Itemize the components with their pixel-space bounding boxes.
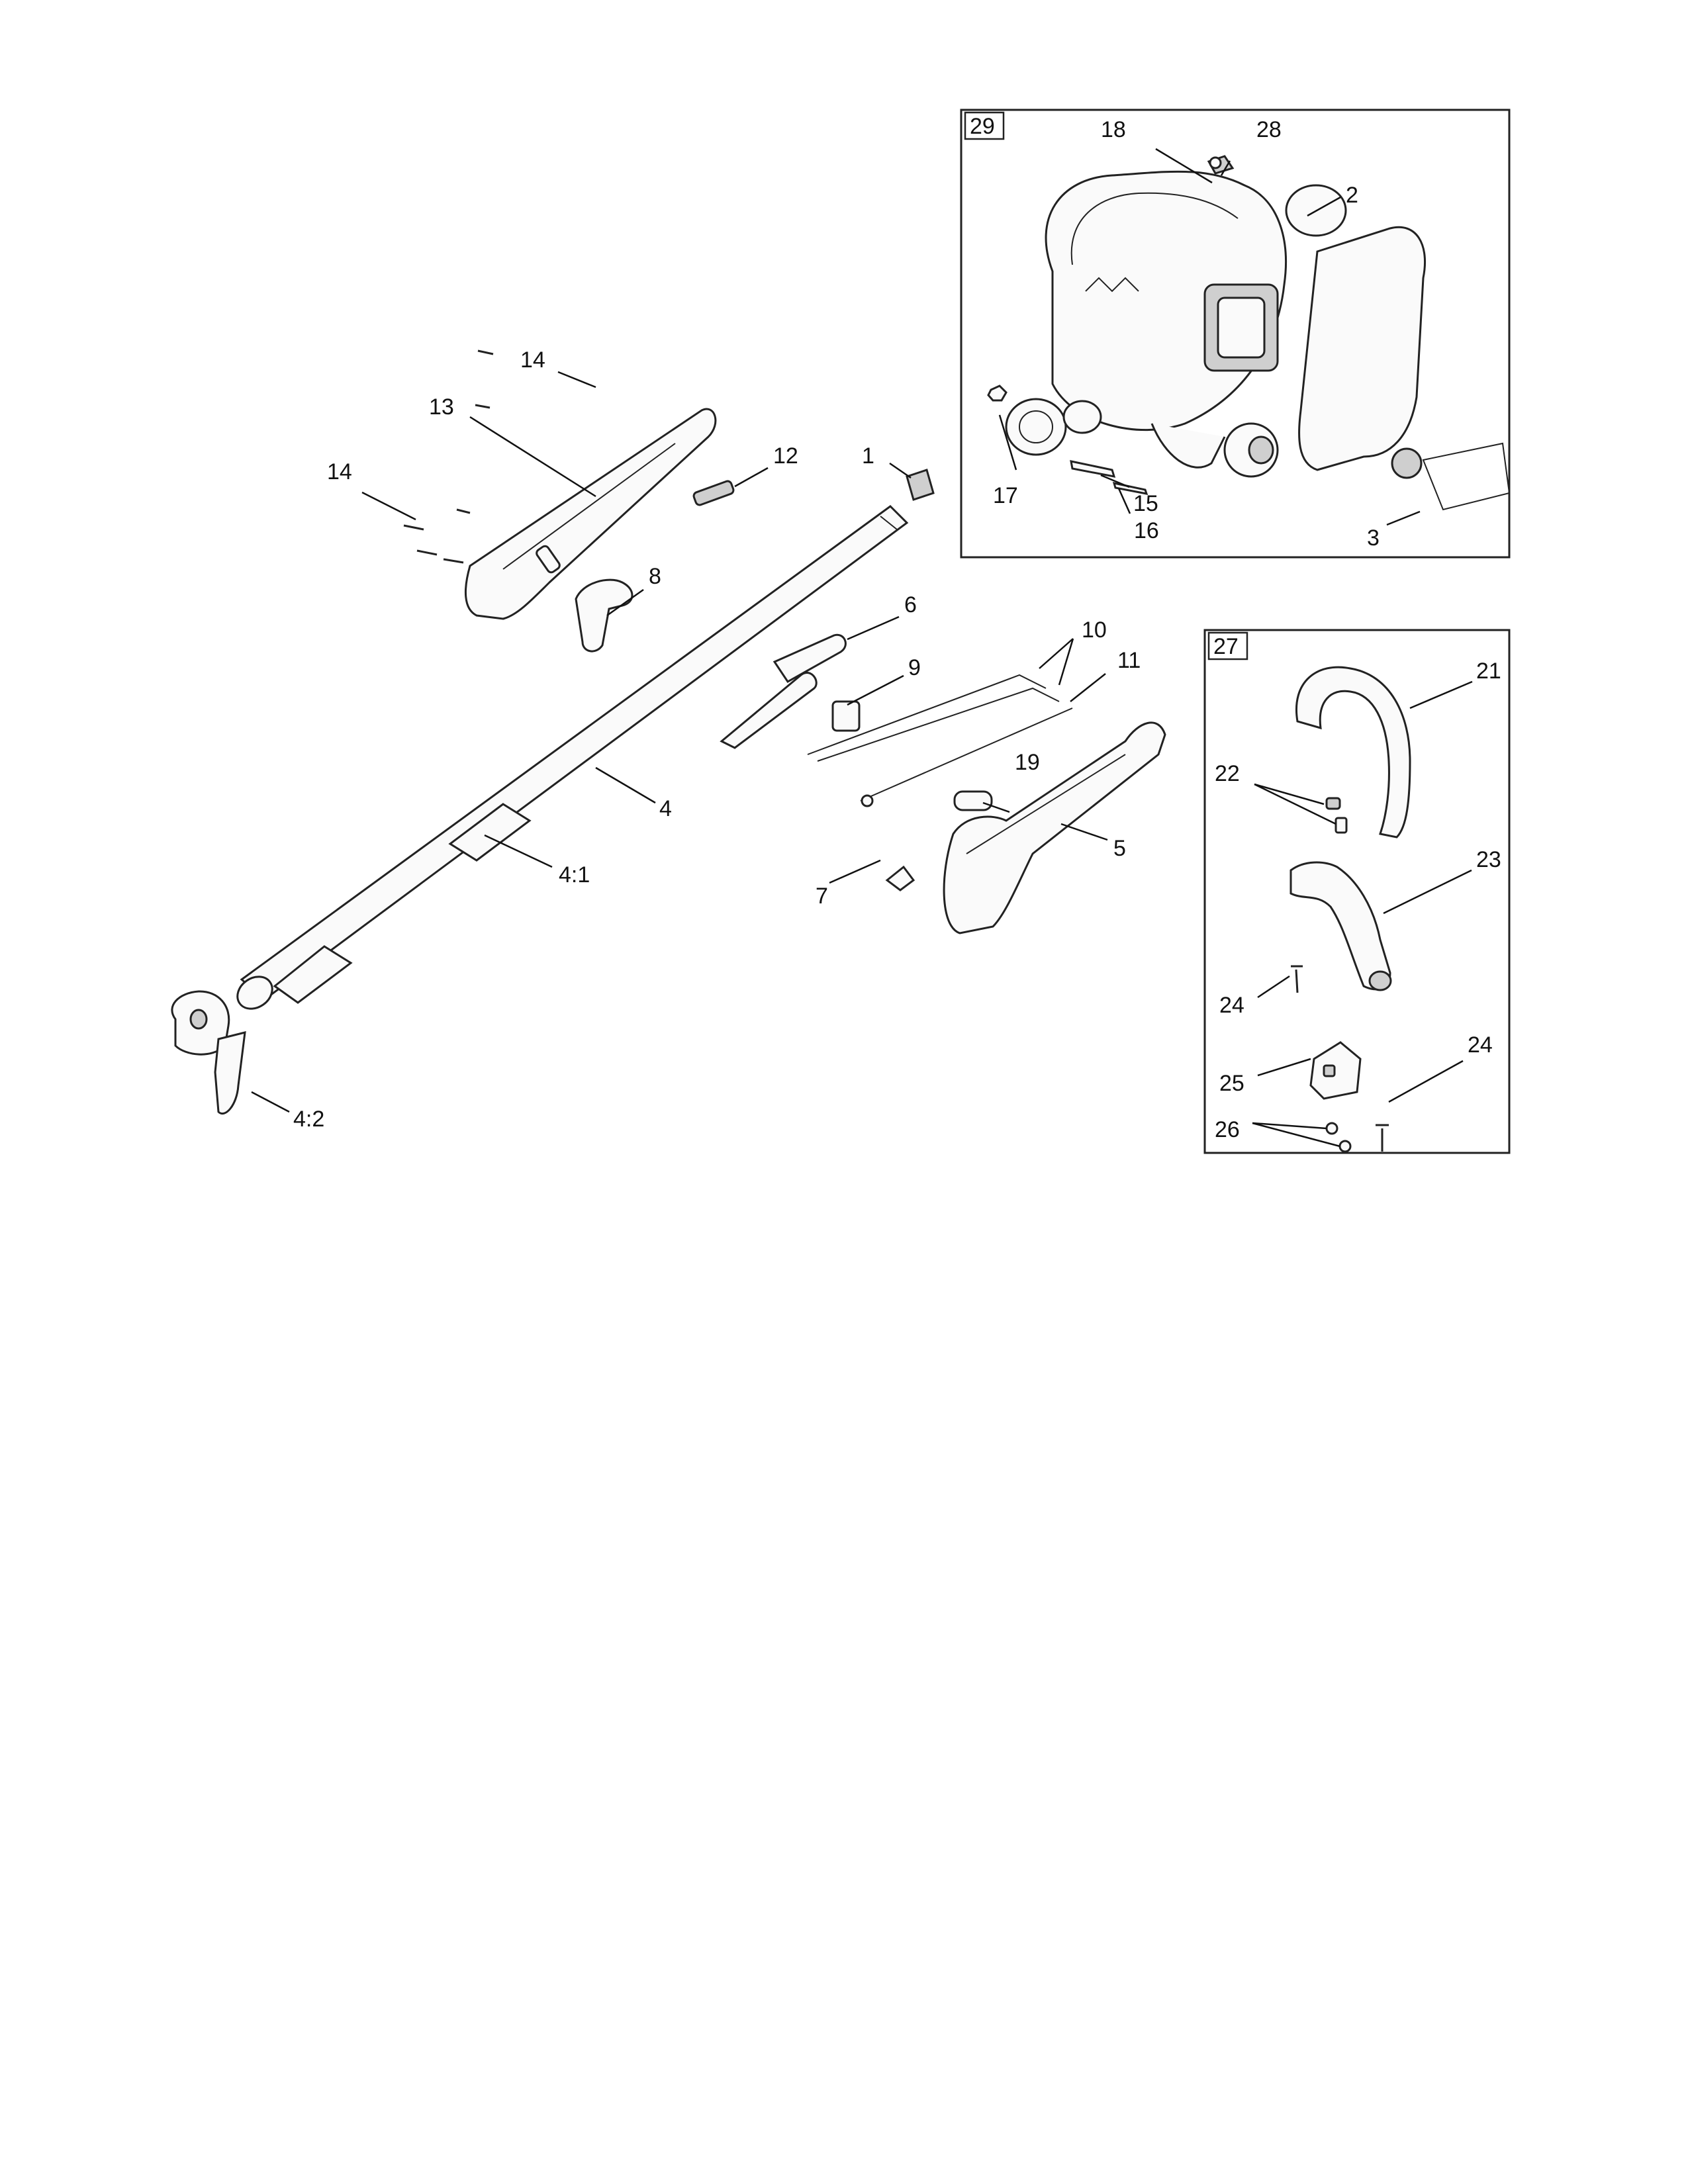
callout-2: 2 [1346, 183, 1358, 208]
callout-16: 16 [1134, 518, 1159, 543]
engine-box-tag: 29 [970, 114, 995, 139]
callout-26: 26 [1215, 1117, 1240, 1142]
engine-assembly-box: 29 [960, 109, 1511, 559]
callout-23: 23 [1476, 847, 1501, 872]
callout-24-left: 24 [1219, 993, 1244, 1018]
callout-22: 22 [1215, 761, 1240, 786]
callout-13: 13 [429, 394, 454, 420]
callout-labels: 1 2 3 4 4:1 4:2 5 6 7 8 9 10 11 12 13 14… [293, 117, 1501, 1142]
callout-14-top: 14 [520, 347, 545, 373]
leader-lines [251, 148, 1473, 1148]
callout-3: 3 [1367, 525, 1380, 551]
callout-12: 12 [773, 443, 798, 469]
callout-4-2: 4:2 [293, 1107, 324, 1132]
callout-4-1: 4:1 [559, 862, 590, 887]
throttle-cable-assembly [720, 633, 1073, 891]
callout-1: 1 [862, 443, 874, 469]
throttle-housing [403, 349, 935, 653]
handle-assembly-box: 27 [1203, 629, 1511, 1154]
shaft-end-coupler [171, 990, 246, 1115]
callout-21: 21 [1476, 659, 1501, 684]
callout-7: 7 [816, 884, 828, 909]
callout-17: 17 [993, 483, 1018, 508]
handle-grip-lower [943, 721, 1166, 934]
callout-25: 25 [1219, 1071, 1244, 1096]
callout-18: 18 [1101, 117, 1126, 142]
callout-9: 9 [908, 655, 921, 680]
callout-6: 6 [904, 592, 917, 617]
handle-box-tag: 27 [1213, 634, 1239, 659]
engine-drawing [987, 155, 1511, 511]
callout-8: 8 [649, 564, 661, 589]
callout-19: 19 [1015, 750, 1040, 775]
drive-shaft-tube [236, 505, 909, 1010]
callout-4: 4 [659, 796, 672, 821]
callout-24-right: 24 [1468, 1032, 1493, 1058]
callout-15: 15 [1133, 491, 1158, 516]
callout-28: 28 [1256, 117, 1282, 142]
callout-14-left: 14 [327, 459, 352, 484]
handle-drawing [1289, 666, 1411, 1153]
callout-11: 11 [1117, 648, 1141, 673]
callout-10: 10 [1082, 617, 1107, 643]
callout-5: 5 [1113, 836, 1126, 861]
